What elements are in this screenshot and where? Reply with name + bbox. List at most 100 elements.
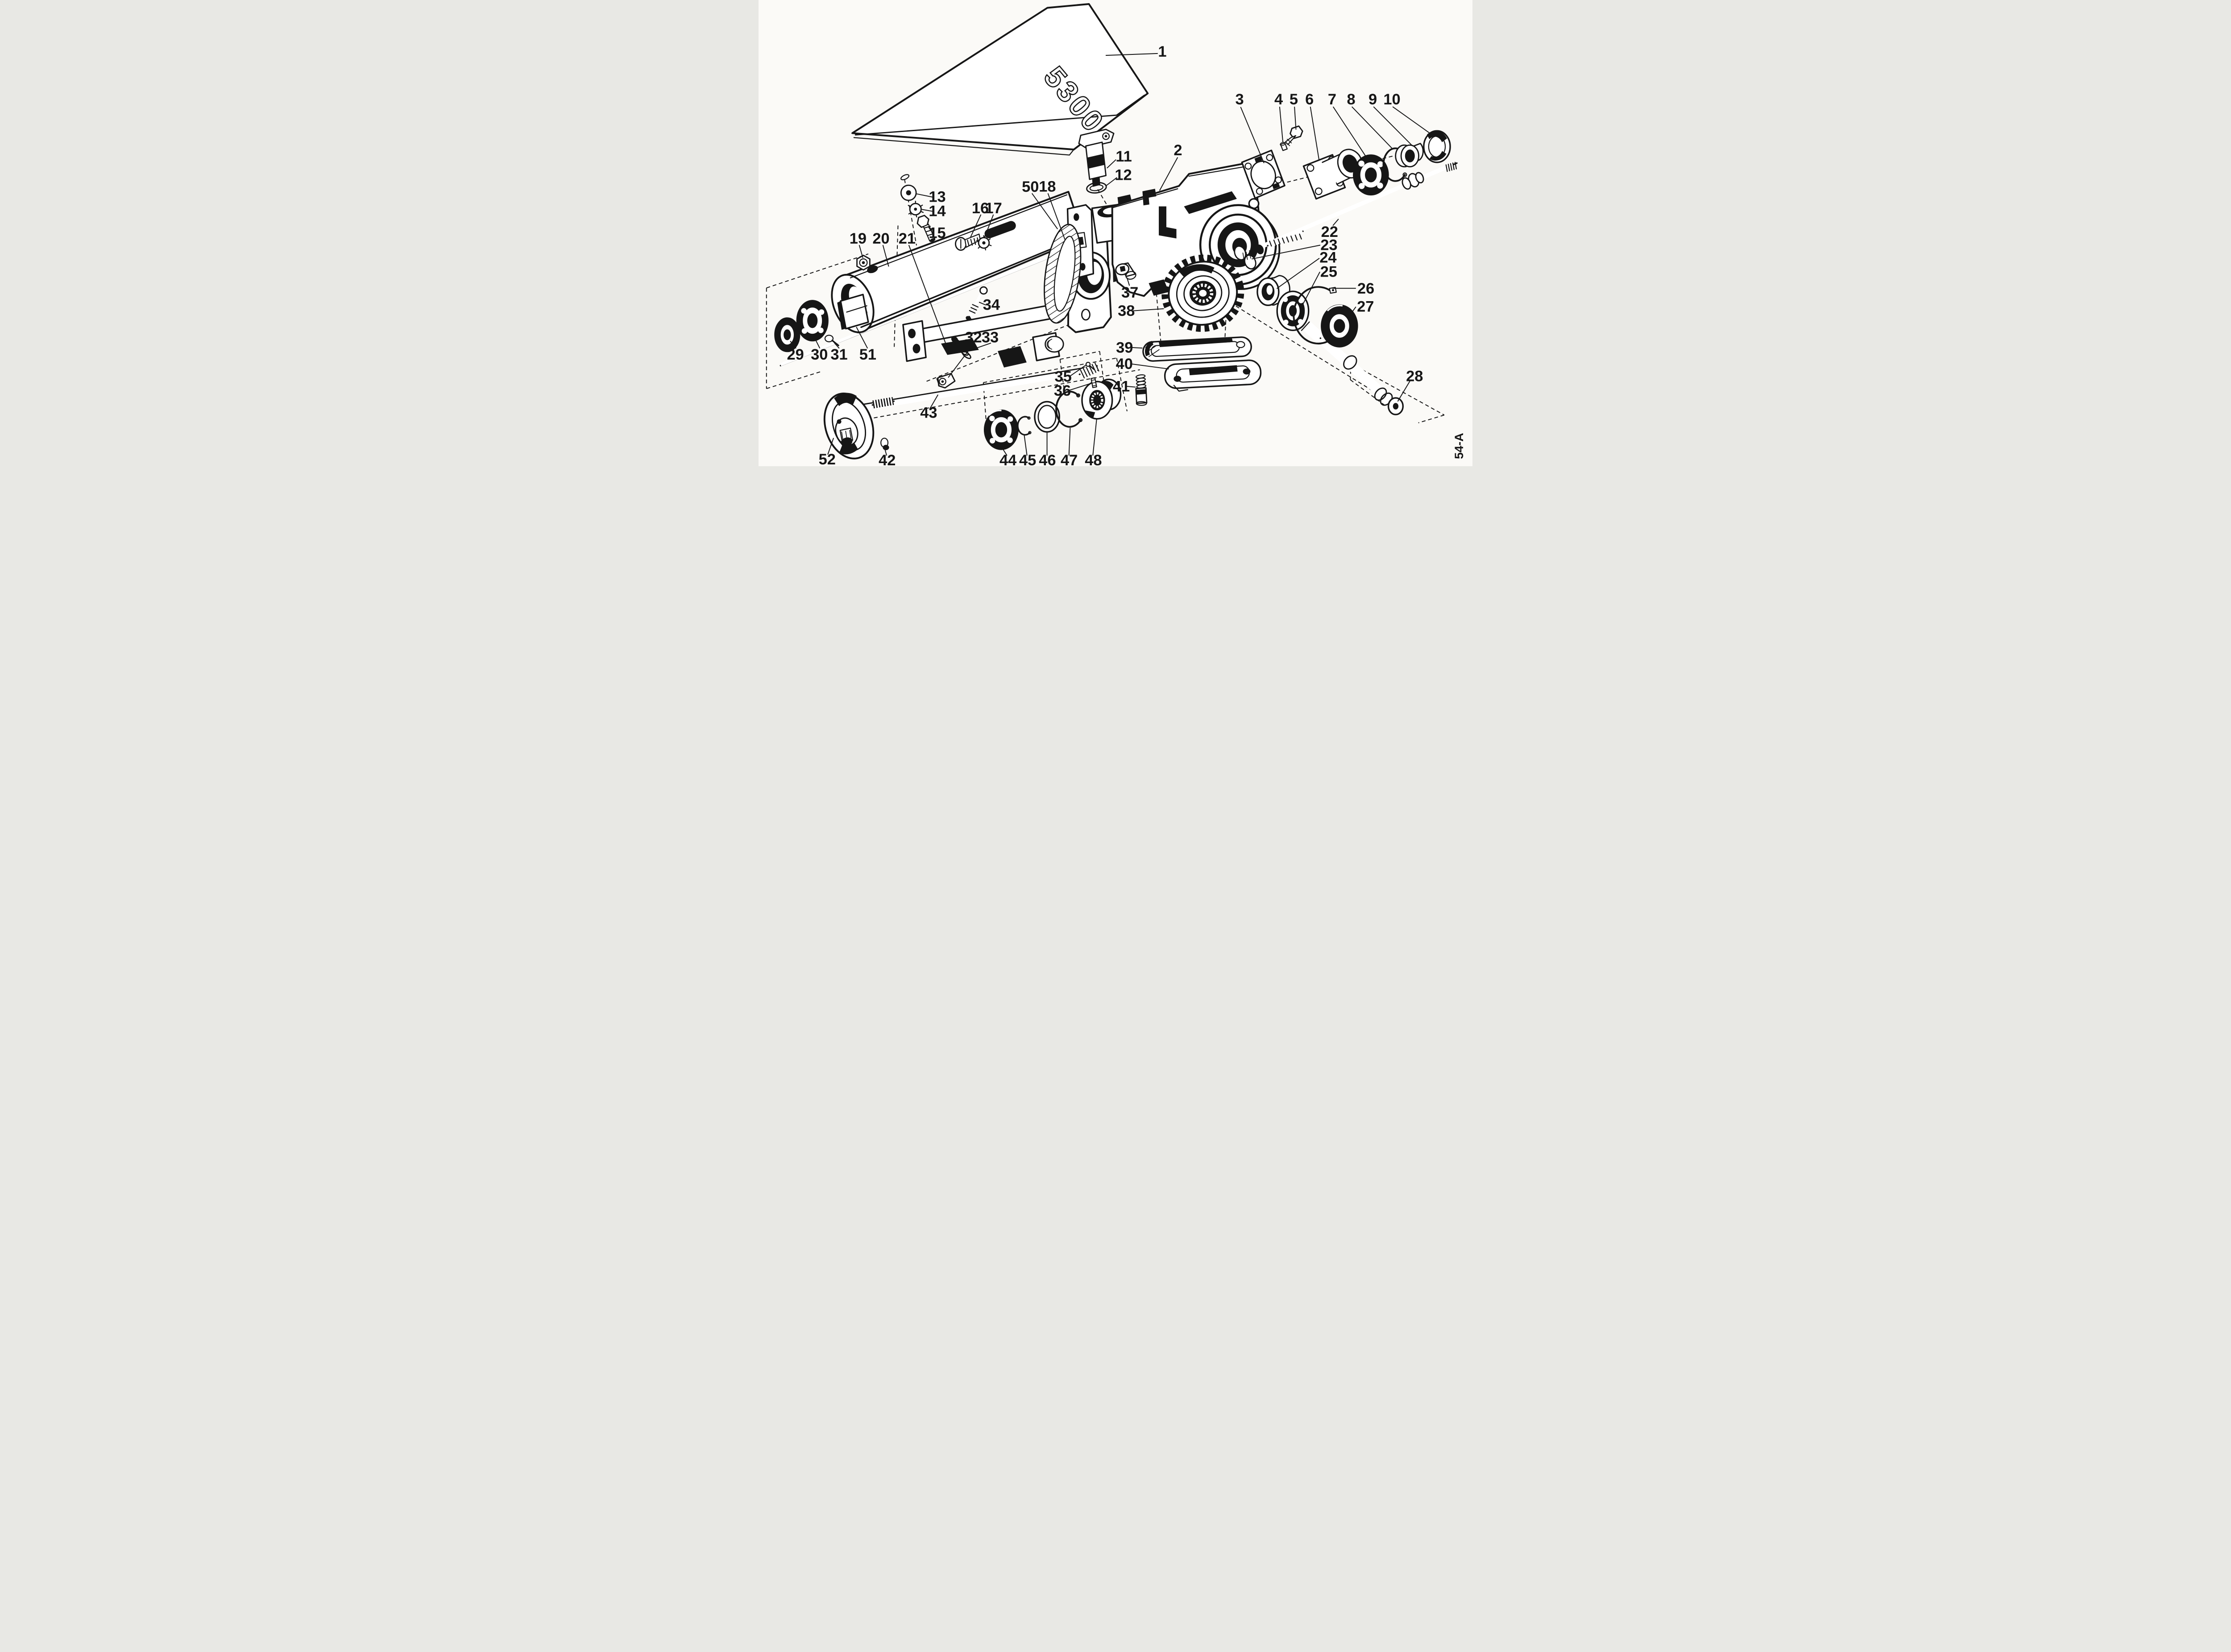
leader-line-35	[1070, 364, 1086, 377]
leader-line-31	[834, 342, 840, 349]
part-pin-36	[1091, 377, 1097, 388]
part-label-22: 22	[1321, 224, 1338, 240]
leader-line-51	[856, 327, 868, 349]
leader-line-34	[979, 302, 986, 306]
part-label-3: 3	[1236, 91, 1244, 108]
part-label-2: 2	[1174, 142, 1182, 159]
part-cover-plate-40	[1164, 359, 1262, 392]
part-label-12: 12	[1115, 166, 1132, 183]
leader-line-36	[1069, 383, 1091, 391]
leader-line-24	[1276, 258, 1320, 289]
part-bearing-30	[796, 300, 829, 342]
sheet-code: 54-A	[1452, 433, 1466, 459]
part-label-21: 21	[899, 230, 916, 247]
part-starwasher-17	[976, 235, 992, 251]
leader-line-43	[929, 394, 939, 410]
leader-line-7	[1332, 106, 1368, 159]
leader-line-18	[1047, 193, 1066, 240]
leader-line-37	[1126, 277, 1130, 286]
part-link-32	[936, 373, 956, 389]
part-gasket-50	[1044, 224, 1082, 324]
part-label-16: 16	[972, 200, 989, 217]
part-gasket-3	[1241, 149, 1286, 199]
part-hub-48	[1081, 378, 1122, 420]
part-bolt-5	[1285, 125, 1303, 146]
part-label-7: 7	[1328, 91, 1336, 108]
leader-line-6	[1310, 107, 1320, 160]
leader-line-14	[921, 209, 933, 212]
part-label-47: 47	[1061, 452, 1078, 466]
leader-line-30	[814, 338, 821, 349]
part-label-9: 9	[1368, 91, 1377, 108]
part-ring-46	[1034, 401, 1060, 433]
part-circlip-47	[1055, 390, 1083, 428]
leader-line-2	[1159, 157, 1178, 191]
part-wheel-hub-52	[823, 392, 875, 460]
leader-line-12	[1105, 177, 1117, 186]
leader-line-16	[970, 214, 982, 238]
part-screw-4	[1280, 142, 1288, 151]
part-label-33: 33	[982, 329, 999, 346]
part-label-40: 40	[1116, 356, 1133, 373]
part-clip-42	[880, 438, 889, 451]
part-label-19: 19	[850, 230, 867, 247]
leader-line-27	[1348, 306, 1356, 317]
part-label-8: 8	[1347, 91, 1355, 108]
part-label-13: 13	[929, 188, 945, 205]
part-column-cover: 5300	[851, 3, 1149, 156]
part-washer-13	[900, 174, 917, 201]
part-label-42: 42	[879, 452, 896, 466]
part-label-14: 14	[929, 203, 945, 220]
part-label-51: 51	[859, 346, 876, 363]
part-label-32: 32	[965, 329, 982, 346]
part-label-10: 10	[1383, 91, 1400, 108]
part-label-29: 29	[787, 346, 804, 363]
leader-line-22	[1332, 219, 1339, 226]
part-label-26: 26	[1357, 280, 1374, 297]
leader-line-20	[882, 244, 889, 267]
part-screw-41	[1135, 374, 1148, 406]
leader-line-38	[1132, 308, 1164, 311]
part-label-6: 6	[1305, 91, 1314, 108]
part-label-18: 18	[1039, 178, 1056, 195]
part-label-20: 20	[872, 230, 889, 247]
leader-line-25	[1302, 271, 1320, 305]
leader-line-50	[1031, 193, 1058, 229]
part-seal-29	[774, 317, 800, 352]
part-label-4: 4	[1274, 91, 1283, 108]
part-label-39: 39	[1116, 339, 1133, 356]
part-seal-27	[1321, 304, 1358, 348]
part-clip-45	[1017, 416, 1032, 436]
exploded-parts-diagram: 5300	[759, 0, 1472, 466]
diagram-sheet: 5300	[759, 0, 1472, 466]
leader-line-45	[1024, 434, 1028, 456]
part-label-15: 15	[929, 225, 945, 242]
part-bearing-housing-6	[1302, 149, 1363, 200]
part-bolt-15	[916, 215, 936, 242]
part-clamp-51	[837, 294, 869, 330]
part-nut-19	[856, 254, 871, 271]
part-cover-plate-39	[1142, 336, 1252, 362]
part-label-52: 52	[819, 451, 836, 466]
part-steering-shaft-22	[1256, 161, 1458, 255]
part-oring-12	[1086, 182, 1107, 194]
part-label-37: 37	[1121, 284, 1138, 301]
leader-line-44	[1002, 447, 1008, 456]
part-label-38: 38	[1118, 302, 1135, 319]
leader-line-28	[1397, 380, 1411, 402]
part-gear-housing-2	[1111, 161, 1281, 297]
part-label-34: 34	[983, 296, 1000, 313]
leader-line-33	[966, 343, 991, 352]
part-screw-31	[824, 335, 839, 347]
part-label-46: 46	[1039, 452, 1056, 466]
part-switch-11	[1078, 128, 1115, 187]
part-pin-35	[1085, 361, 1095, 370]
part-label-17: 17	[985, 200, 1002, 217]
leader-line-29	[790, 340, 796, 349]
leader-line-47	[1068, 428, 1071, 456]
leader-line-48	[1092, 419, 1097, 456]
part-label-43: 43	[920, 405, 937, 422]
leader-line-32	[948, 342, 975, 378]
leader-line-1	[1105, 53, 1158, 56]
